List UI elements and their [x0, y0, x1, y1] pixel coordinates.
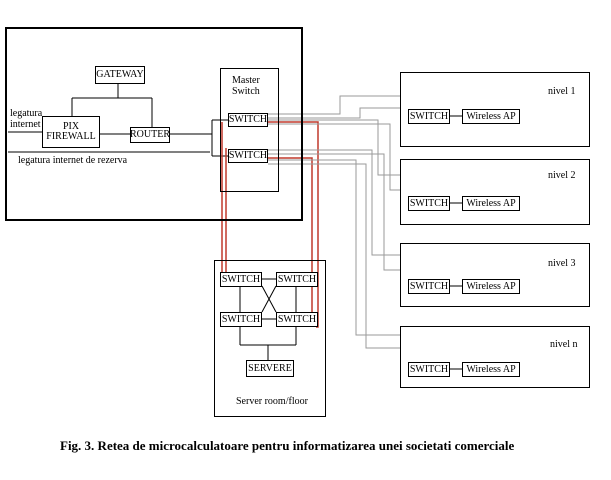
router-label: ROUTER [130, 129, 170, 140]
level-1-label: nivel 1 [548, 86, 576, 97]
gateway-box[interactable]: GATEWAY [95, 66, 145, 84]
level-1-frame [400, 72, 590, 147]
level-2-wireless-ap-label: Wireless AP [466, 197, 516, 209]
level-3-frame [400, 243, 590, 307]
level-1-switch[interactable]: SWITCH [408, 109, 450, 124]
server-switch-3[interactable]: SWITCH [220, 312, 262, 327]
firewall-box[interactable]: PIX FIREWALL [42, 116, 100, 148]
master-switch-b-label: SWITCH [228, 150, 268, 161]
level-3-switch[interactable]: SWITCH [408, 279, 450, 294]
servers-box[interactable]: SERVERE [246, 360, 294, 377]
firewall-label-line1: PIX [62, 121, 80, 132]
level-3-wireless-ap-label: Wireless AP [466, 280, 516, 292]
black-links [8, 84, 462, 370]
server-room-label: Server room/floor [236, 396, 308, 407]
backup-internet-label: legatura internet de rezerva [18, 155, 128, 166]
servers-label: SERVERE [248, 362, 292, 374]
level-n-label: nivel n [550, 339, 578, 350]
level-n-switch[interactable]: SWITCH [408, 362, 450, 377]
master-switch-b[interactable]: SWITCH [228, 149, 268, 163]
internet-label: legatura internet [10, 108, 42, 130]
server-switch-2-label: SWITCH [277, 273, 317, 285]
firewall-label-line2: FIREWALL [46, 131, 96, 142]
level-2-label: nivel 2 [548, 170, 576, 181]
master-switch-label-line2: Switch [232, 86, 260, 97]
master-switch-a[interactable]: SWITCH [228, 113, 268, 127]
level-1-switch-label: SWITCH [409, 110, 449, 122]
server-switch-4-label: SWITCH [277, 313, 317, 325]
level-2-wireless-ap[interactable]: Wireless AP [462, 196, 520, 211]
master-switch-label-line1: Master [232, 75, 260, 86]
level-1-wireless-ap[interactable]: Wireless AP [462, 109, 520, 124]
master-switch-frame [220, 68, 279, 192]
main-site-frame [5, 27, 303, 221]
master-switch-a-label: SWITCH [228, 114, 268, 125]
server-switch-4[interactable]: SWITCH [276, 312, 318, 327]
level-n-frame [400, 326, 590, 388]
level-1-wireless-ap-label: Wireless AP [466, 110, 516, 122]
level-3-wireless-ap[interactable]: Wireless AP [462, 279, 520, 294]
level-2-switch[interactable]: SWITCH [408, 196, 450, 211]
master-switch-label: Master Switch [232, 75, 260, 97]
figure-caption: Fig. 3. Retea de microcalculatoare pentr… [60, 438, 515, 453]
server-room-frame [214, 260, 326, 417]
level-uplinks [268, 95, 400, 349]
server-switch-3-label: SWITCH [221, 313, 261, 325]
internet-label-line2: internet [10, 119, 41, 130]
level-3-label: nivel 3 [548, 258, 576, 269]
server-switch-1-label: SWITCH [221, 273, 261, 285]
router-box[interactable]: ROUTER [130, 127, 170, 143]
gateway-label: GATEWAY [96, 69, 144, 80]
server-switch-1[interactable]: SWITCH [220, 272, 262, 287]
level-n-wireless-ap[interactable]: Wireless AP [462, 362, 520, 377]
level-3-switch-label: SWITCH [409, 280, 449, 292]
level-2-frame [400, 159, 590, 225]
level-2-switch-label: SWITCH [409, 197, 449, 209]
level-n-wireless-ap-label: Wireless AP [466, 363, 516, 375]
internet-label-line1: legatura [10, 108, 43, 119]
server-switch-2[interactable]: SWITCH [276, 272, 318, 287]
level-n-switch-label: SWITCH [409, 363, 449, 375]
redundant-red-links [221, 121, 319, 328]
